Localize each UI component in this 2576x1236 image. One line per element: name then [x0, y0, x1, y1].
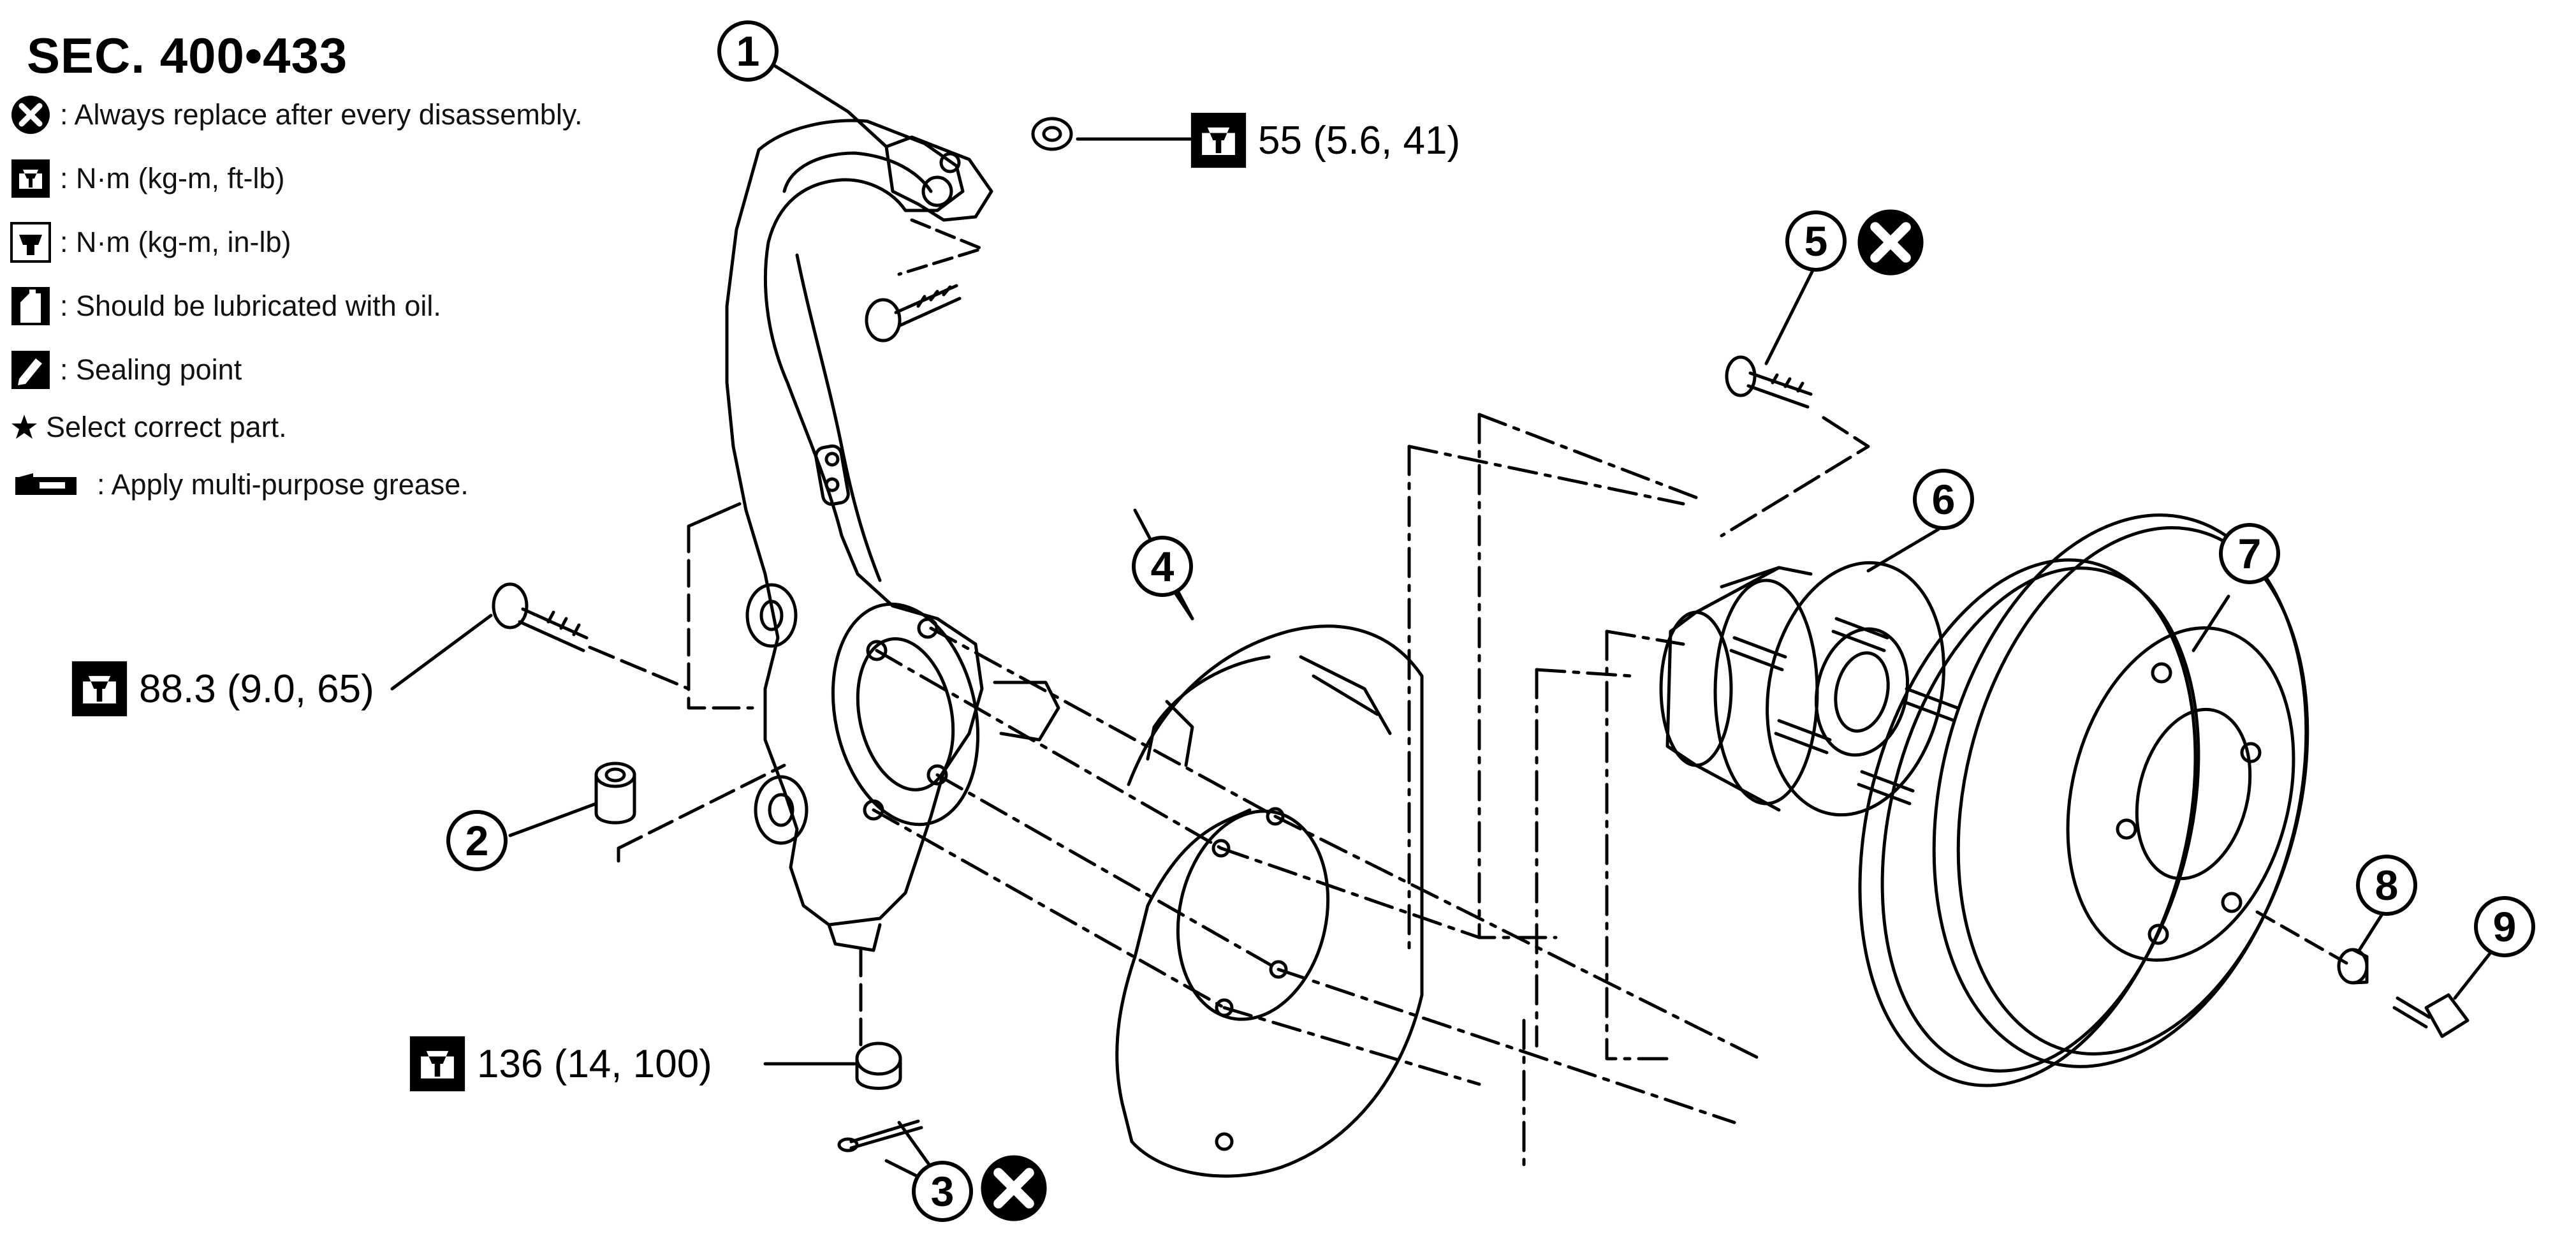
legend-text-torque-inlb: : N·m (kg-m, in-lb) — [60, 226, 291, 258]
torque-wrench-inlb-icon — [8, 219, 54, 265]
hub-bolt-5 — [1720, 260, 1870, 538]
rotor-washer — [2337, 913, 2383, 985]
splash-guard — [1115, 508, 1424, 1178]
cotter-pin — [837, 1119, 933, 1169]
torque-upper-nut: 55 (5.6, 41) — [1189, 108, 1460, 172]
torque-value-upper: 55 (5.6, 41) — [1258, 118, 1461, 163]
section-title: SEC. 400•433 — [27, 27, 348, 84]
legend-text-sealing: : Sealing point — [60, 353, 242, 386]
torque-lower-nut: 136 (14, 100) — [408, 1032, 712, 1096]
part-number-3: 3 — [912, 1161, 973, 1222]
legend-row-torque-ftlb: : N·m (kg-m, ft-lb) — [8, 153, 284, 204]
upper-bolt — [865, 218, 984, 342]
legend-text-grease: : Apply multi-purpose grease. — [97, 468, 469, 501]
sealing-point-icon — [8, 347, 54, 393]
torque-value-knuckle: 88.3 (9.0, 65) — [139, 666, 374, 711]
legend-row-select: Select correct part. — [8, 402, 287, 453]
part-number-7: 7 — [2219, 523, 2280, 584]
part-number-9: 9 — [2474, 896, 2535, 957]
bushing — [508, 761, 786, 863]
legend-text-replace: : Always replace after every disassembly… — [60, 98, 583, 131]
part-number-5: 5 — [1785, 210, 1847, 272]
torque-wrench-ftlb-icon — [8, 156, 54, 202]
part-number-6: 6 — [1913, 469, 1974, 530]
disc-rotor — [1858, 513, 2348, 1087]
star-icon — [8, 404, 41, 450]
replace-x-icon — [8, 92, 54, 138]
knuckle-bolt — [390, 582, 691, 691]
hidden-frame — [1407, 413, 1698, 1175]
legend-row-torque-inlb: : N·m (kg-m, in-lb) — [8, 217, 291, 268]
part-number-1: 1 — [717, 20, 779, 82]
torque-wrench-icon — [71, 661, 128, 717]
legend-text-oil: : Should be lubricated with oil. — [60, 290, 441, 322]
torque-wrench-icon — [409, 1036, 465, 1092]
wheel-hub — [1659, 527, 1959, 817]
part-number-8: 8 — [2356, 855, 2417, 916]
torque-value-lower: 136 (14, 100) — [477, 1041, 712, 1086]
lower-nut — [763, 948, 902, 1090]
steering-knuckle — [687, 119, 1060, 952]
alignment-lines — [872, 626, 1762, 1124]
legend-row-sealing: : Sealing point — [8, 344, 242, 395]
upper-nut — [1031, 117, 1194, 151]
torque-knuckle-bolt: 88.3 (9.0, 65) — [70, 657, 374, 721]
part-number-2: 2 — [446, 810, 508, 871]
legend-row-grease: : Apply multi-purpose grease. — [8, 459, 469, 510]
replace-x-icon — [1857, 209, 1924, 276]
leader-lines — [770, 62, 1194, 1179]
rotor-bolt — [2392, 952, 2492, 1038]
legend-text-torque-ftlb: : N·m (kg-m, ft-lb) — [60, 162, 285, 195]
legend-text-select: Select correct part. — [46, 411, 287, 443]
grease-tube-icon — [8, 462, 84, 508]
legend-row-oil: : Should be lubricated with oil. — [8, 281, 441, 332]
part-number-4: 4 — [1132, 536, 1193, 597]
replace-x-icon — [981, 1155, 1047, 1221]
legend-row-replace: : Always replace after every disassembly… — [8, 89, 583, 140]
oil-can-icon — [8, 283, 54, 329]
torque-wrench-icon — [1190, 112, 1247, 168]
